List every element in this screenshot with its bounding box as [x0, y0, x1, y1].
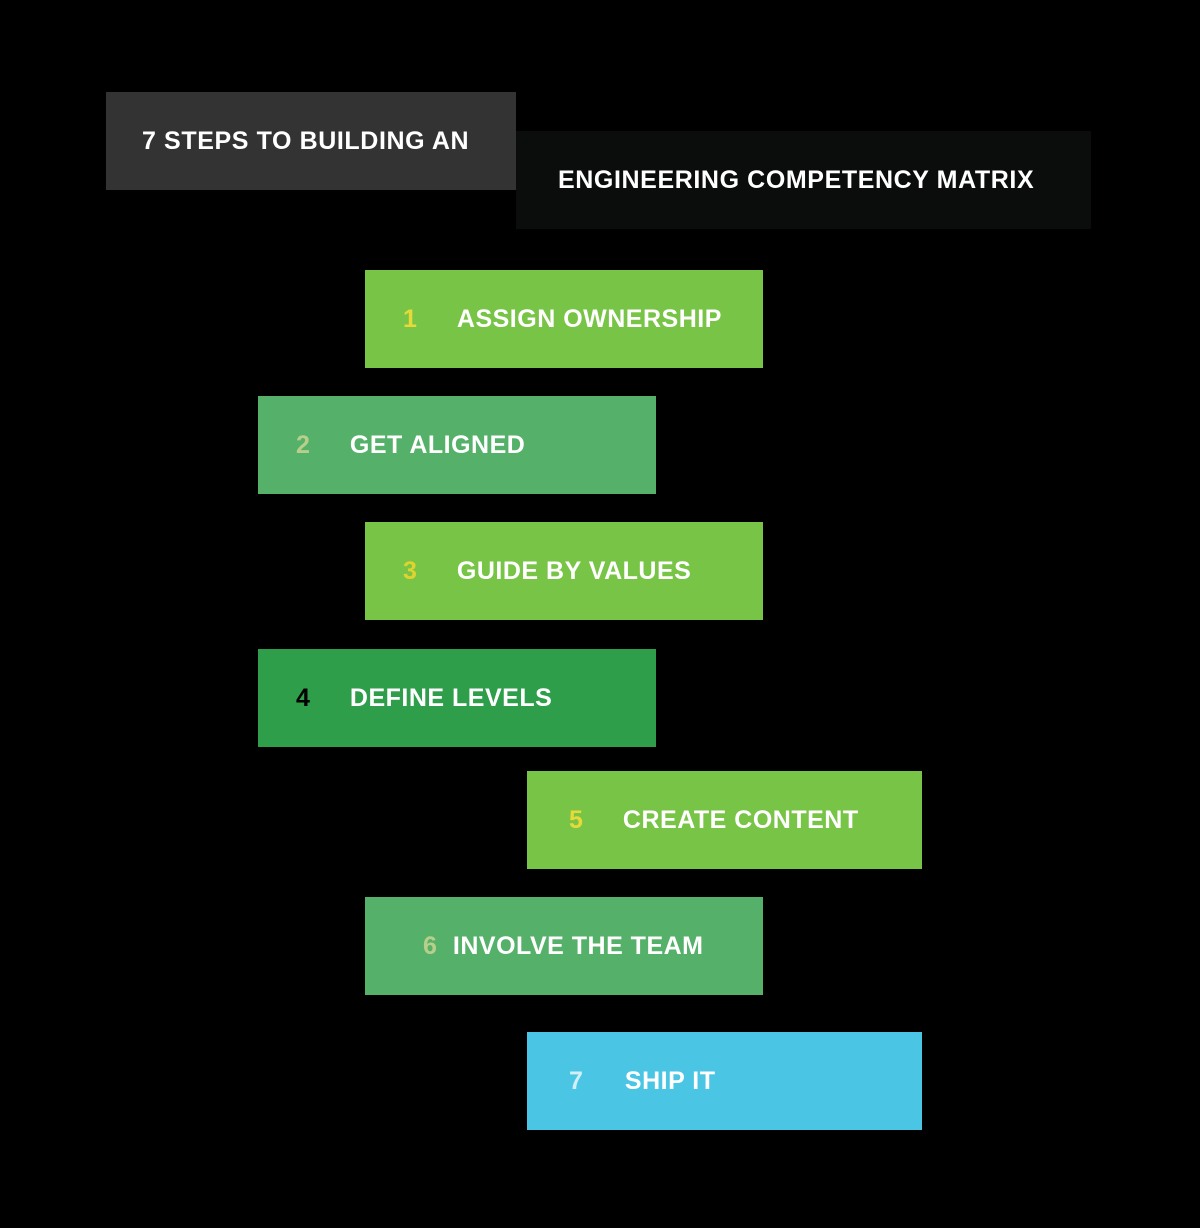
step-label: GET ALIGNED: [349, 430, 526, 459]
step-label: GUIDE BY VALUES: [456, 556, 692, 585]
step-bar[interactable]: 1 ASSIGN OWNERSHIP: [365, 270, 763, 368]
title-line2-text: ENGINEERING COMPETENCY MATRIX: [558, 165, 1035, 194]
step-number: 2: [296, 430, 310, 459]
step-number: 5: [569, 805, 583, 834]
step-label: DEFINE LEVELS: [349, 683, 553, 712]
step-bar[interactable]: 4 DEFINE LEVELS: [258, 649, 656, 747]
step-bar[interactable]: 3 GUIDE BY VALUES: [365, 522, 763, 620]
step-bar[interactable]: 7 SHIP IT: [527, 1032, 922, 1130]
step-label: ASSIGN OWNERSHIP: [456, 304, 722, 333]
title-banner-line2: ENGINEERING COMPETENCY MATRIX: [516, 131, 1091, 229]
step-label: CREATE CONTENT: [622, 805, 859, 834]
step-label: INVOLVE THE TEAM: [452, 931, 704, 960]
step-number: 7: [569, 1066, 583, 1095]
title-line1-text: 7 STEPS TO BUILDING AN: [142, 126, 470, 155]
step-label: SHIP IT: [624, 1066, 716, 1095]
step-bar[interactable]: 5 CREATE CONTENT: [527, 771, 922, 869]
title-banner-line1: 7 STEPS TO BUILDING AN: [106, 92, 516, 190]
step-number: 1: [403, 304, 417, 333]
step-bar[interactable]: 2 GET ALIGNED: [258, 396, 656, 494]
step-number: 4: [296, 683, 310, 712]
step-number: 3: [403, 556, 417, 585]
step-bar[interactable]: 6 INVOLVE THE TEAM: [365, 897, 763, 995]
step-number: 6: [423, 931, 437, 960]
